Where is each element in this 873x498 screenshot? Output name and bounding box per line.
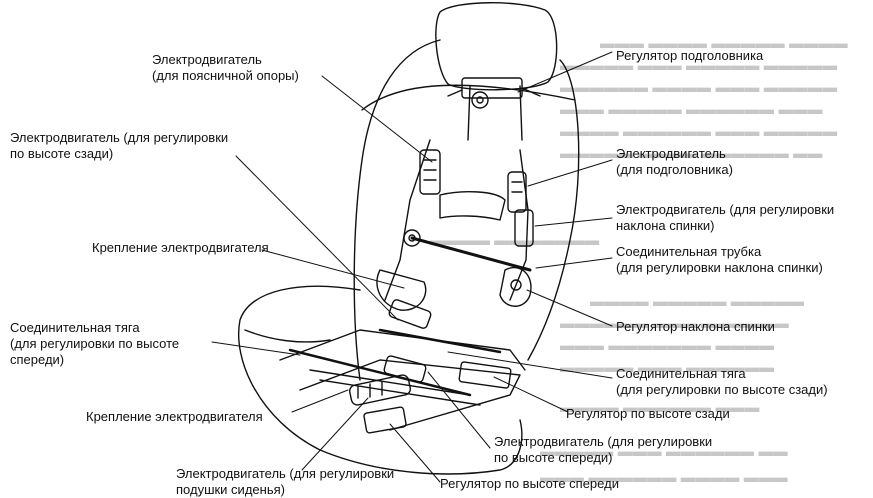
lumbar-motor-body [419, 149, 441, 195]
front-height-adjuster [363, 406, 407, 434]
left-hinge [376, 269, 427, 311]
frame-left-rail [384, 139, 431, 301]
recline-motor-body [514, 209, 534, 247]
headrest-stay-right [519, 85, 523, 141]
cushion-front [244, 329, 331, 343]
label-rear-height-adjuster: Регулятор по высоте сзади [566, 406, 730, 421]
cushion-outline [238, 285, 523, 475]
headrest-motor-body [507, 171, 527, 213]
label-headrest-adjuster: Регулятор подголовника [616, 48, 764, 63]
lumbar-plate [439, 191, 506, 221]
label-rear-height-motor: Электродвигатель (для регулировки по выс… [10, 130, 229, 161]
headrest-gear [471, 91, 489, 109]
label-recline-motor: Электродвигатель (для регулировки наклон… [616, 202, 835, 233]
headrest-stay-left [467, 85, 471, 141]
label-headrest-motor: Электродвигатель (для подголовника) [616, 146, 733, 177]
front-link [288, 348, 472, 397]
recline-tube [410, 236, 532, 272]
seatback-outline [353, 39, 580, 381]
rear-height-motor-body [388, 299, 432, 329]
label-rear-link: Соединительная тяга (для регулировки по … [616, 366, 828, 397]
leader-lines [211, 51, 613, 483]
headrest-outline [435, 2, 558, 91]
headrest-adjuster-body [461, 77, 523, 99]
rear-height-adjuster [458, 361, 512, 389]
label-front-height-motor: Электродвигатель (для регулировки по выс… [494, 434, 713, 465]
label-cushion-motor: Электродвигатель (для регулировки подушк… [176, 466, 395, 497]
label-front-link: Соединительная тяга (для регулировки по … [10, 320, 180, 367]
cushion-motor-body [348, 374, 412, 406]
label-lumbar-motor: Электродвигатель (для поясничной опоры) [152, 52, 299, 83]
seatback-top [361, 84, 576, 111]
label-motor-mount-upper: Крепление электродвигателя [92, 240, 269, 255]
label-recline-adjuster: Регулятор наклона спинки [616, 319, 775, 334]
recline-adjuster [499, 267, 532, 307]
label-motor-mount-lower: Крепление электродвигателя [86, 409, 263, 424]
seat-track-right [299, 359, 521, 431]
label-front-height-adjuster: Регулятор по высоте спереди [440, 476, 619, 491]
label-recline-tube: Соединительная трубка (для регулировки н… [616, 244, 823, 275]
